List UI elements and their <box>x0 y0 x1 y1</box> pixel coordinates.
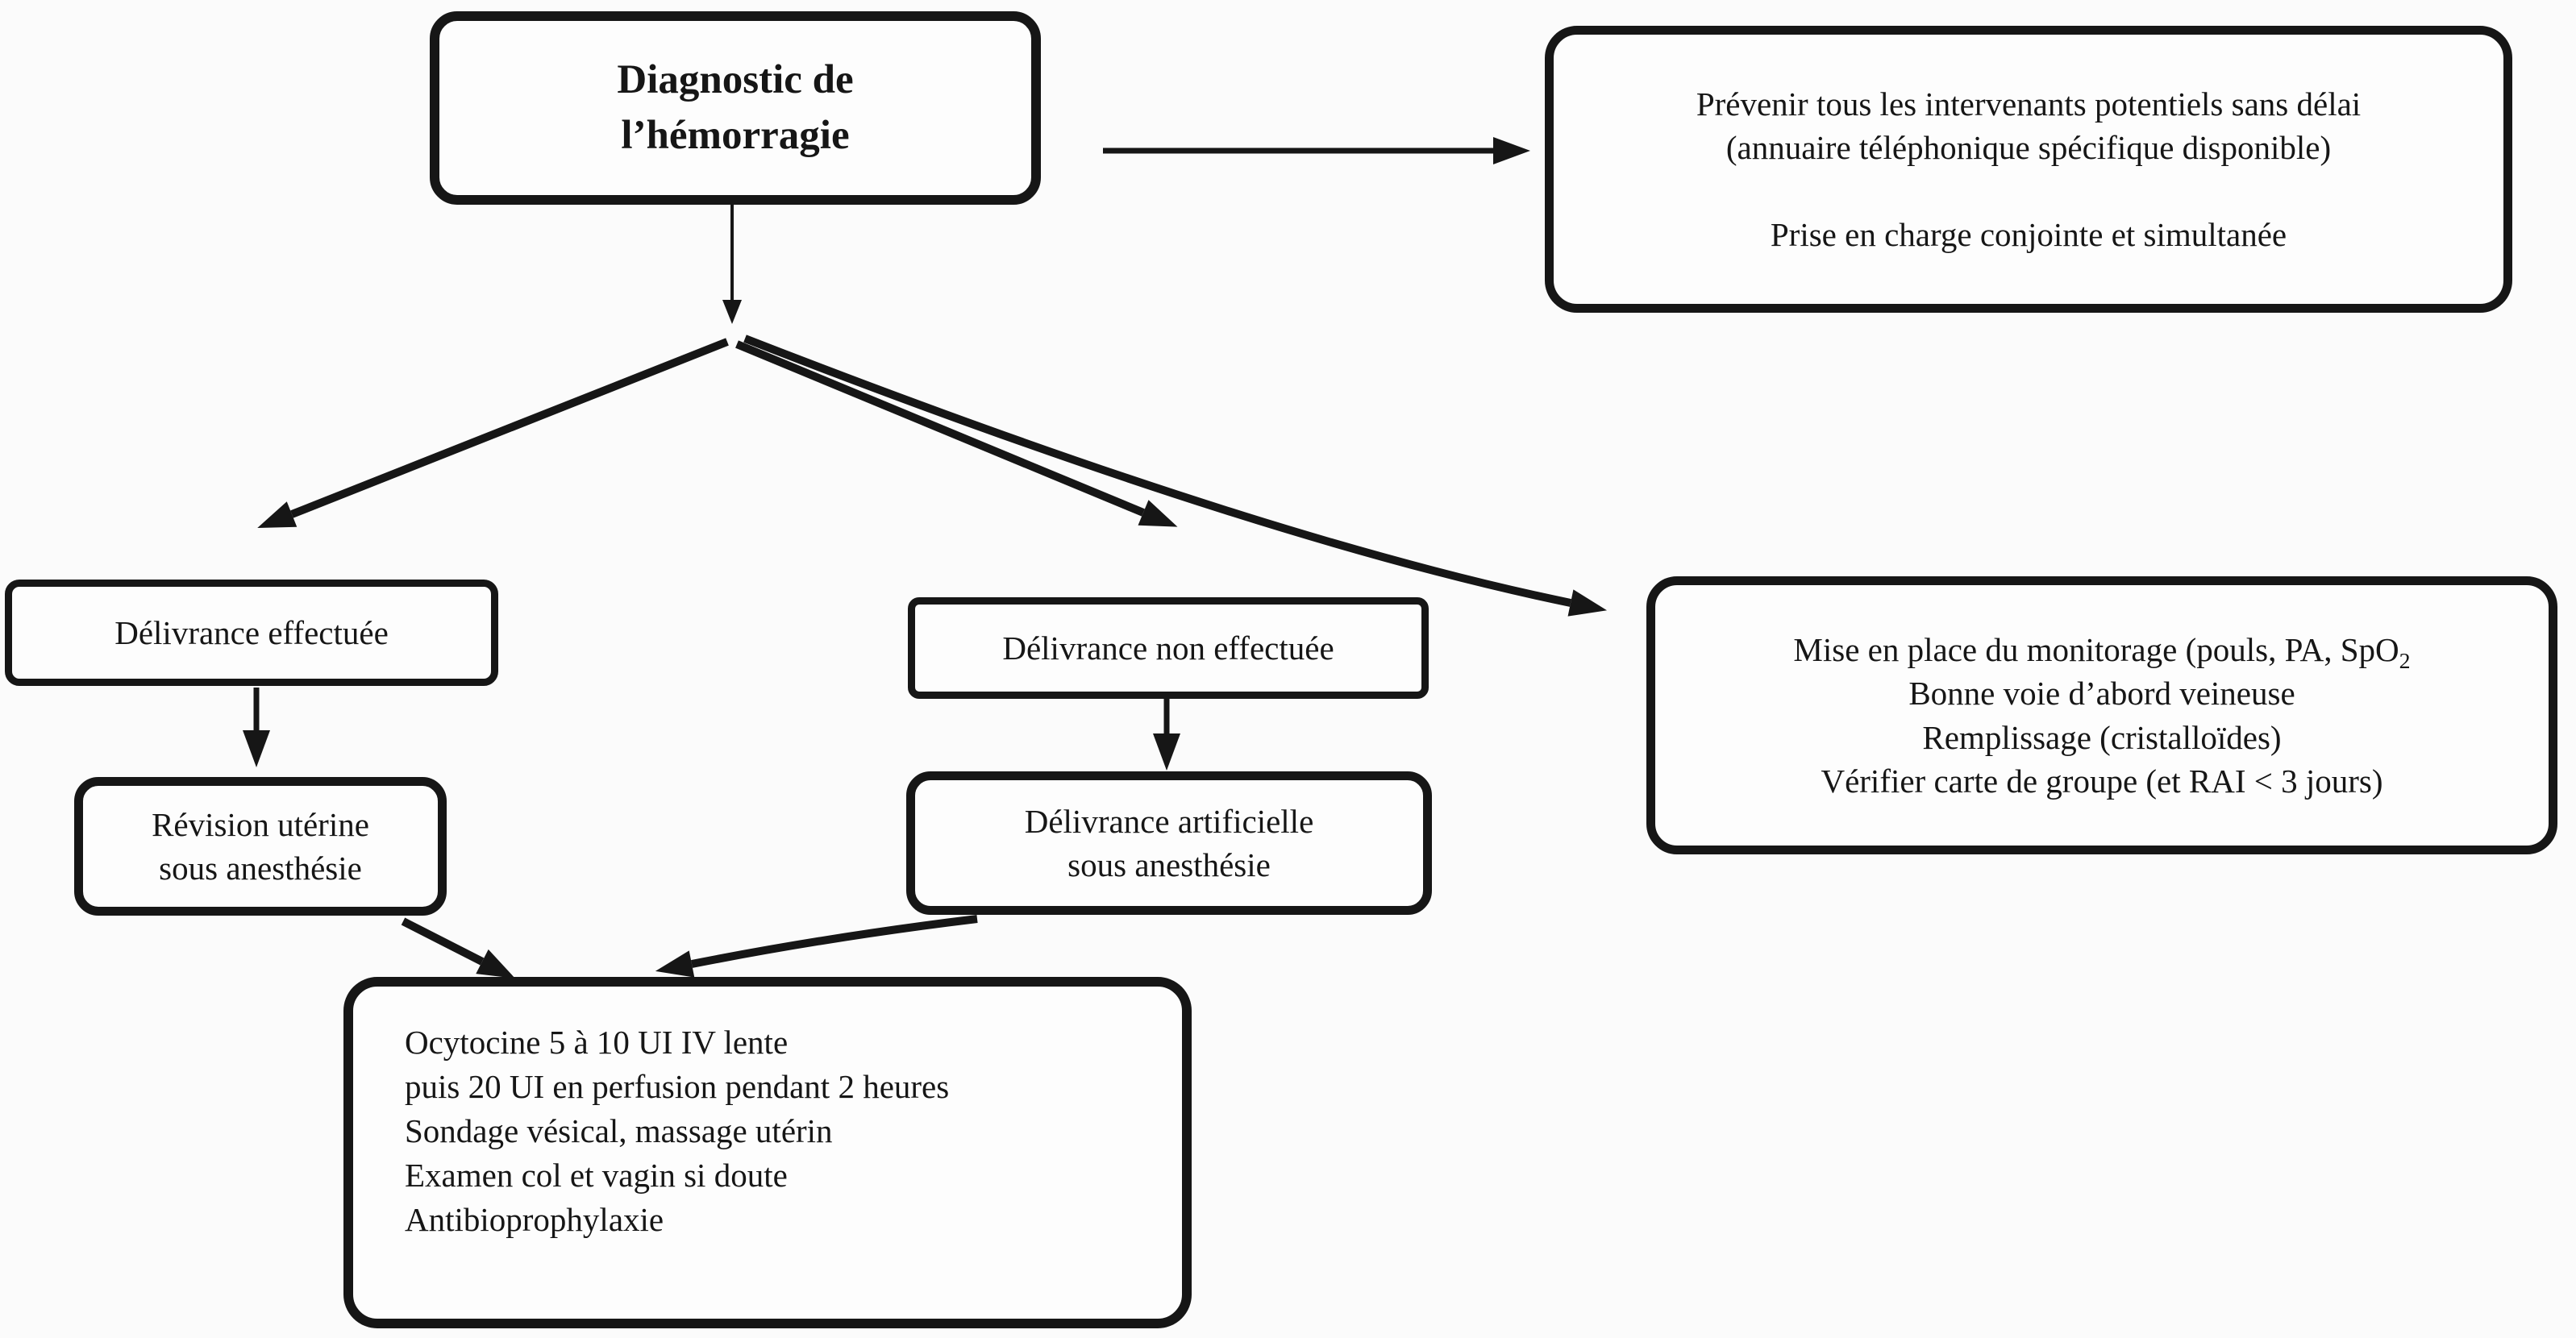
node-text-line: sous anesthésie <box>159 850 362 887</box>
node-text-line: (annuaire téléphonique spécifique dispon… <box>1725 128 2332 166</box>
node-text-line: Révision utérine <box>152 805 369 843</box>
node-text-line: Diagnostic de <box>617 57 854 103</box>
node-text-line: sous anesthésie <box>1067 846 1271 883</box>
arrow-artificielle-to-ocytocine <box>655 915 978 978</box>
node-text-line: Prévenir tous les intervenants potentiel… <box>1696 85 2362 123</box>
arrow-revision-to-ocytocine <box>401 917 515 979</box>
node-ocytocine-protocol: Ocytocine 5 à 10 UI IV lente puis 20 UI … <box>343 977 1192 1328</box>
node-text-line: Prise en charge conjointe et simultanée <box>1770 216 2287 254</box>
monitorage-line1-text: Mise en place du monitorage (pouls, PA, … <box>1793 631 2399 669</box>
node-revision-uterine: Révision utérine sous anesthésie <box>74 777 447 916</box>
spo2-subscript: 2 <box>2399 649 2411 675</box>
node-text-line: Antibioprophylaxie <box>405 1200 664 1238</box>
node-delivrance-artificielle: Délivrance artificielle sous anesthésie <box>906 771 1432 915</box>
node-text-line: Remplissage (cristalloïdes) <box>1922 718 2282 756</box>
arrow-junction-to-delivrance-effectuee <box>257 338 729 528</box>
node-delivrance-effectuee: Délivrance effectuée <box>5 580 498 686</box>
node-monitorage: Mise en place du monitorage (pouls, PA, … <box>1646 576 2557 854</box>
node-delivrance-non-effectuee: Délivrance non effectuée <box>908 597 1429 699</box>
node-text-line: puis 20 UI en perfusion pendant 2 heures <box>405 1067 950 1105</box>
node-text-line: Délivrance artificielle <box>1024 802 1314 840</box>
node-text-line: Mise en place du monitorage (pouls, PA, … <box>1793 628 2411 675</box>
arrow-junction-to-monitorage <box>743 334 1608 617</box>
node-diagnostic-hemorragie: Diagnostic de l’hémorragie <box>430 11 1041 205</box>
node-text-line: Sondage vésical, massage utérin <box>405 1112 833 1149</box>
node-prevenir-intervenants: Prévenir tous les intervenants potentiel… <box>1545 26 2512 313</box>
arrow-junction-to-delivrance-non-effectuee <box>735 340 1178 527</box>
node-text-line: Vérifier carte de groupe (et RAI < 3 jou… <box>1821 762 2383 800</box>
node-text-line: Bonne voie d’abord veineuse <box>1908 675 2295 713</box>
node-text-line: Délivrance effectuée <box>114 613 389 651</box>
node-text-line: Examen col et vagin si doute <box>405 1156 788 1194</box>
node-text-line: Délivrance non effectuée <box>1002 629 1334 667</box>
node-text-line: Ocytocine 5 à 10 UI IV lente <box>405 1024 789 1061</box>
node-text-line: l’hémorragie <box>621 113 850 158</box>
